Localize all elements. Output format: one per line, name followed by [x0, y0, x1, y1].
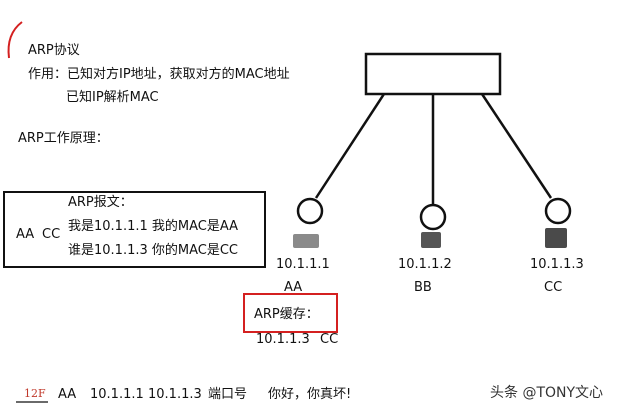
arp-cache-box [243, 293, 338, 333]
packet-src-mac: AA [16, 227, 35, 242]
arp-cache-ip: 10.1.1.3 [256, 332, 310, 347]
frame-src-ip: 10.1.1.1 [90, 387, 144, 402]
host-2-smudge [421, 232, 441, 248]
arp-cache-mac: CC [320, 332, 339, 347]
host-2-mac: BB [414, 280, 432, 295]
host-1-mac: AA [284, 280, 303, 295]
host-1-node [296, 197, 324, 225]
arp-purpose-line1: 作用：已知对方IP地址，获取对方的MAC地址 [28, 67, 290, 82]
host-1-ip: 10.1.1.1 [276, 257, 330, 272]
frame-payload: 你好，你真坏! [268, 387, 352, 402]
host-1-smudge [293, 234, 319, 248]
frame-port: 端口号 [208, 387, 248, 402]
link-host-3 [480, 93, 553, 199]
switch-box [364, 52, 502, 96]
host-2-node [419, 203, 447, 231]
frame-dst-ip: 10.1.1.3 [148, 387, 202, 402]
arp-packet-box [3, 191, 266, 268]
packet-line-1: 我是10.1.1.1 我的MAC是AA [68, 219, 238, 234]
link-host-1 [314, 93, 386, 199]
packet-title: ARP报文： [68, 195, 133, 210]
host-3-mac: CC [544, 280, 563, 295]
host-3-ip: 10.1.1.3 [530, 257, 584, 272]
frame-tag: 12F [24, 387, 46, 400]
frame-mac: AA [58, 387, 77, 402]
host-3-node [544, 197, 572, 225]
arp-cache-title: ARP缓存： [254, 307, 319, 322]
host-3-smudge [545, 228, 567, 248]
packet-line-2: 谁是10.1.1.3 你的MAC是CC [68, 243, 238, 258]
arp-principle-heading: ARP工作原理： [18, 131, 109, 146]
watermark: 头条 @TONY文心 [490, 385, 604, 401]
red-bracket-mark [7, 21, 23, 59]
host-2-ip: 10.1.1.2 [398, 257, 452, 272]
arp-protocol-title: ARP协议 [28, 43, 80, 58]
packet-dst-mac: CC [42, 227, 61, 242]
arp-purpose-line2: 已知IP解析MAC [66, 90, 159, 105]
